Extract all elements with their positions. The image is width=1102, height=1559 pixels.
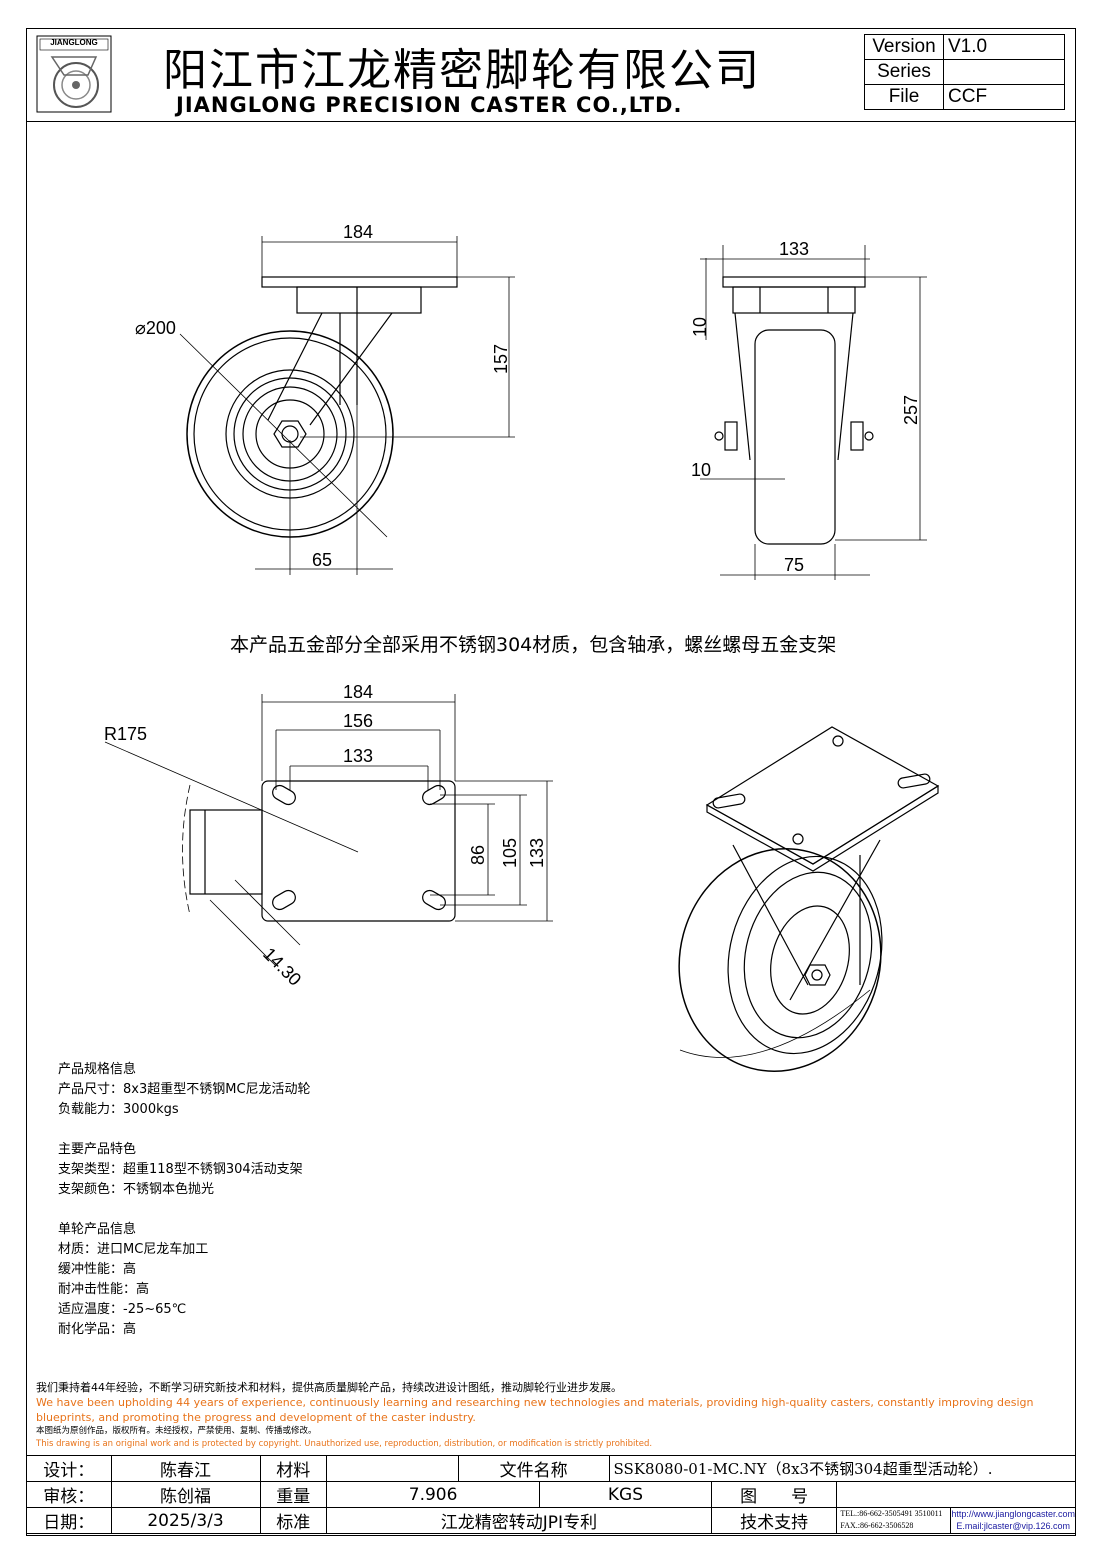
- dim-plate-133: 133: [343, 746, 373, 766]
- dim-plate-156: 156: [343, 711, 373, 731]
- drawing-no-value: [836, 1481, 1076, 1508]
- dim-plate-86: 86: [468, 845, 488, 865]
- dim-front-184: 184: [343, 222, 373, 242]
- date-value: 2025/3/3: [110, 1507, 261, 1534]
- statement-cn: 我们秉持着44年经验，不断学习研究新技术和材料，提供高质量脚轮产品，持续改进设计…: [36, 1381, 622, 1394]
- dim-plate-105: 105: [500, 838, 520, 868]
- company-name-en: JIANGLONG PRECISION CASTER CO.,LTD.: [176, 93, 683, 117]
- contact-cell: TEL.:86-662-3505491 3510011 FAX.:86-662-…: [836, 1507, 1076, 1534]
- spec-size: 产品尺寸：8x3超重型不锈钢MC尼龙活动轮: [58, 1082, 311, 1097]
- material-note: 本产品五金部分全部采用不锈钢304材质，包含轴承，螺丝螺母五金支架: [230, 634, 837, 656]
- logo-text: JIANGLONG: [50, 38, 98, 47]
- dim-65: 65: [312, 550, 332, 570]
- email-link[interactable]: E.mail:jlcaster@vip.126.com: [956, 1521, 1071, 1531]
- standard-value: 江龙精密转动JPI专利: [326, 1507, 712, 1534]
- dim-plate-133v: 133: [527, 838, 547, 868]
- fax-text: FAX.:86-662-3506528: [840, 1521, 914, 1530]
- company-logo: [36, 35, 112, 113]
- spec-group3-title: 单轮产品信息: [58, 1222, 137, 1237]
- review-label: 审核：: [26, 1481, 112, 1508]
- spec-list: 产品规格信息 产品尺寸：8x3超重型不锈钢MC尼龙活动轮 负载能力：3000kg…: [58, 1060, 311, 1340]
- dim-plate-184: 184: [343, 682, 373, 702]
- dim-plate-slot: 14.30: [259, 944, 305, 990]
- standard-label: 标准: [259, 1507, 328, 1534]
- dim-157: 157: [491, 344, 511, 374]
- version-table: Version V1.0 Series File CCF: [864, 34, 1065, 110]
- footer-statement: 我们秉持着44年经验，不断学习研究新技术和材料，提供高质量脚轮产品，持续改进设计…: [36, 1380, 1076, 1451]
- material-label: 材料: [259, 1455, 328, 1482]
- dim-side-10a: 10: [690, 317, 710, 337]
- header-divider: [26, 121, 1076, 122]
- weight-label: 重量: [259, 1481, 328, 1508]
- spec-group1-title: 产品规格信息: [58, 1062, 137, 1077]
- title-block: 设计： 陈春江 材料 文件名称 SSK8080-01-MC.NY（8x3不锈钢3…: [26, 1455, 1077, 1534]
- copyright-en: This drawing is an original work and is …: [36, 1439, 653, 1449]
- dim-side-10b: 10: [691, 460, 711, 480]
- file-value: CCF: [943, 84, 1065, 110]
- dim-side-257: 257: [901, 395, 921, 425]
- weight-value: 7.906: [326, 1481, 541, 1508]
- support-label: 技术支持: [710, 1507, 838, 1534]
- website-link[interactable]: http://www.jianglongcaster.com: [951, 1509, 1075, 1519]
- weight-unit: KGS: [539, 1481, 712, 1508]
- spec-group2-title: 主要产品特色: [58, 1142, 137, 1157]
- copyright-cn: 本图纸为原创作品，版权所有。未经授权，严禁使用、复制、传播或修改。: [36, 1426, 317, 1436]
- version-label: Version: [864, 34, 944, 60]
- material-value: [326, 1455, 459, 1482]
- company-name-cn: 阳江市江龙精密脚轮有限公司: [163, 45, 761, 96]
- spec-bracket-color: 支架颜色：不锈钢本色抛光: [58, 1182, 215, 1197]
- spec-material: 材质：进口MC尼龙车加工: [58, 1242, 209, 1257]
- filename-label: 文件名称: [457, 1455, 610, 1482]
- isometric-view: [678, 726, 940, 1072]
- tel-text: TEL.:86-662-3505491 3510011: [840, 1509, 943, 1518]
- drawing-frame: [26, 28, 1076, 1536]
- spec-bracket-type: 支架类型：超重118型不锈钢304活动支架: [58, 1162, 303, 1177]
- spec-chemical: 耐化学品：高: [58, 1322, 137, 1337]
- dim-plate-r175: R175: [104, 724, 147, 744]
- reviewer: 陈创福: [110, 1481, 261, 1508]
- drawing-no-label: 图 号: [710, 1481, 838, 1508]
- spec-impact: 耐冲击性能：高: [58, 1282, 150, 1297]
- dim-side-133: 133: [779, 239, 809, 259]
- dim-side-75: 75: [784, 555, 804, 575]
- side-view: [700, 245, 927, 580]
- front-view: [179, 236, 515, 575]
- spec-load: 负载能力：3000kgs: [58, 1102, 179, 1117]
- statement-en: We have been upholding 44 years of exper…: [36, 1396, 1034, 1424]
- dim-diameter: ⌀200: [135, 318, 176, 338]
- technical-drawings: 184 ⌀200 157 65 133 10 10 257 75: [104, 222, 940, 1072]
- spec-temperature: 适应温度：-25~65℃: [58, 1302, 187, 1317]
- design-label: 设计：: [26, 1455, 112, 1482]
- designer: 陈春江: [110, 1455, 261, 1482]
- spec-cushion: 缓冲性能：高: [58, 1262, 137, 1277]
- date-label: 日期：: [26, 1507, 112, 1534]
- plate-view: [104, 694, 553, 966]
- filename-value: SSK8080-01-MC.NY（8x3不锈钢304超重型活动轮）.: [608, 1455, 1077, 1482]
